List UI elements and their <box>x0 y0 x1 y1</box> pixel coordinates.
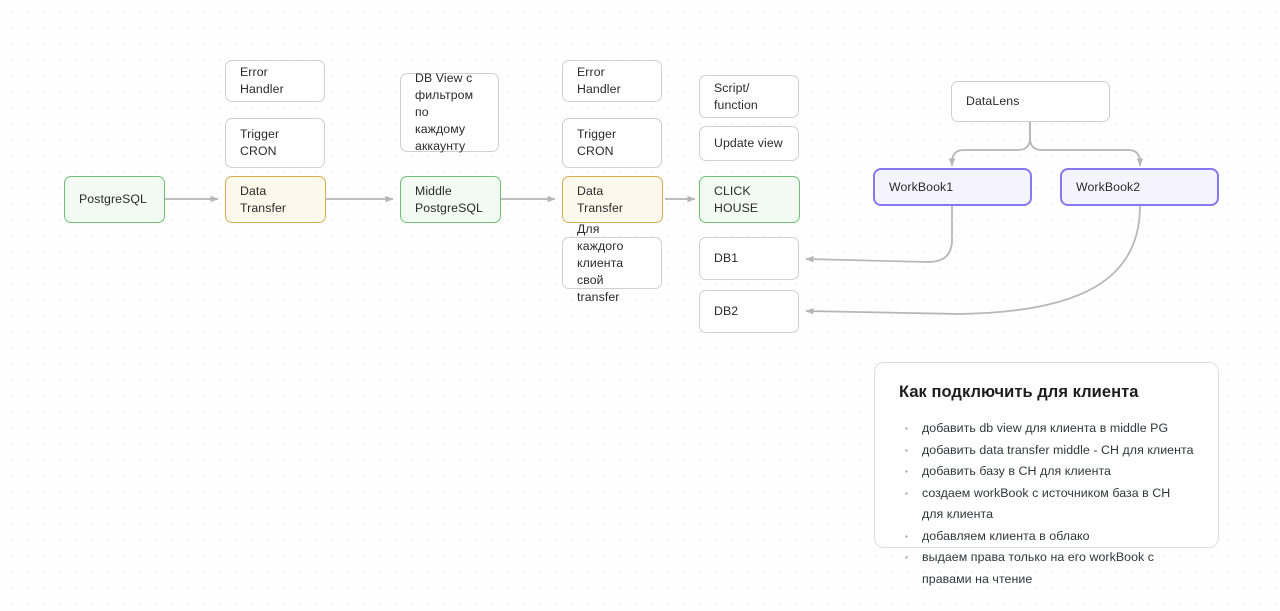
edge-workbook1-to-db1 <box>805 206 953 263</box>
node-data-transfer-1[interactable]: Data Transfer <box>225 176 326 223</box>
node-workbook1[interactable]: WorkBook1 <box>873 168 1032 206</box>
node-datalens[interactable]: DataLens <box>951 81 1110 122</box>
node-data-transfer-2[interactable]: Data Transfer <box>562 176 663 223</box>
node-update-view-label: Update view <box>714 136 783 150</box>
node-db-view-note[interactable]: DB View с фильтром по каждому аккаунту <box>400 71 499 153</box>
node-data-transfer-1-label: Data Transfer <box>240 183 287 215</box>
node-workbook2[interactable]: WorkBook2 <box>1060 168 1219 206</box>
node-click-house[interactable]: CLICK HOUSE <box>699 176 800 223</box>
list-item: добавляем клиента в облако <box>899 526 1194 548</box>
node-click-house-label: CLICK HOUSE <box>714 183 759 215</box>
node-error-handler-1-label: Error Handler <box>240 65 284 96</box>
node-postgresql-label: PostgreSQL <box>79 192 147 206</box>
node-db1-label: DB1 <box>714 251 739 265</box>
edge-datalens-to-workbook1 <box>948 122 1031 167</box>
node-middle-postgresql-label: Middle PostgreSQL <box>415 183 483 215</box>
list-item: создаем workBook с источником база в CH … <box>899 483 1194 526</box>
node-middle-postgresql[interactable]: Middle PostgreSQL <box>400 176 501 223</box>
list-item: выдаем права только на его workBook с пр… <box>899 547 1194 590</box>
node-trigger-cron-2-label: Trigger CRON <box>577 127 617 158</box>
node-script-function[interactable]: Script/ function <box>699 75 799 118</box>
node-per-client-transfer-note-label: Для каждого клиента свой transfer <box>577 221 624 304</box>
node-error-handler-2-label: Error Handler <box>577 65 621 96</box>
node-trigger-cron-2[interactable]: Trigger CRON <box>562 118 662 168</box>
node-trigger-cron-1-label: Trigger CRON <box>240 127 280 158</box>
node-error-handler-1[interactable]: Error Handler <box>225 60 325 102</box>
node-db2-label: DB2 <box>714 304 739 318</box>
node-update-view[interactable]: Update view <box>699 126 799 161</box>
edge-datalens-to-workbook2 <box>1029 122 1144 167</box>
node-datalens-label: DataLens <box>966 94 1020 108</box>
list-item: добавить базу в CH для клиента <box>899 461 1194 483</box>
list-item: добавить data transfer middle - CH для к… <box>899 440 1194 462</box>
node-workbook1-label: WorkBook1 <box>889 179 954 194</box>
list-item: добавить db view для клиента в middle PG <box>899 418 1194 440</box>
node-per-client-transfer-note[interactable]: Для каждого клиента свой transfer <box>562 222 662 304</box>
node-db-view-note-label: DB View с фильтром по каждому аккаунту <box>415 71 474 153</box>
node-data-transfer-2-label: Data Transfer <box>577 183 624 215</box>
panel-instruction-list: добавить db view для клиента в middle PG… <box>899 418 1194 590</box>
node-db1[interactable]: DB1 <box>699 237 799 280</box>
panel-title: Как подключить для клиента <box>899 383 1139 401</box>
node-postgresql[interactable]: PostgreSQL <box>64 176 165 223</box>
client-connection-instructions-panel: Как подключить для клиента добавить db v… <box>874 362 1219 586</box>
node-error-handler-2[interactable]: Error Handler <box>562 60 662 102</box>
node-workbook2-label: WorkBook2 <box>1076 179 1141 194</box>
edge-workbook2-to-db2 <box>805 205 1141 315</box>
node-trigger-cron-1[interactable]: Trigger CRON <box>225 118 325 168</box>
node-script-function-label: Script/ function <box>714 80 758 112</box>
node-db2[interactable]: DB2 <box>699 290 799 333</box>
